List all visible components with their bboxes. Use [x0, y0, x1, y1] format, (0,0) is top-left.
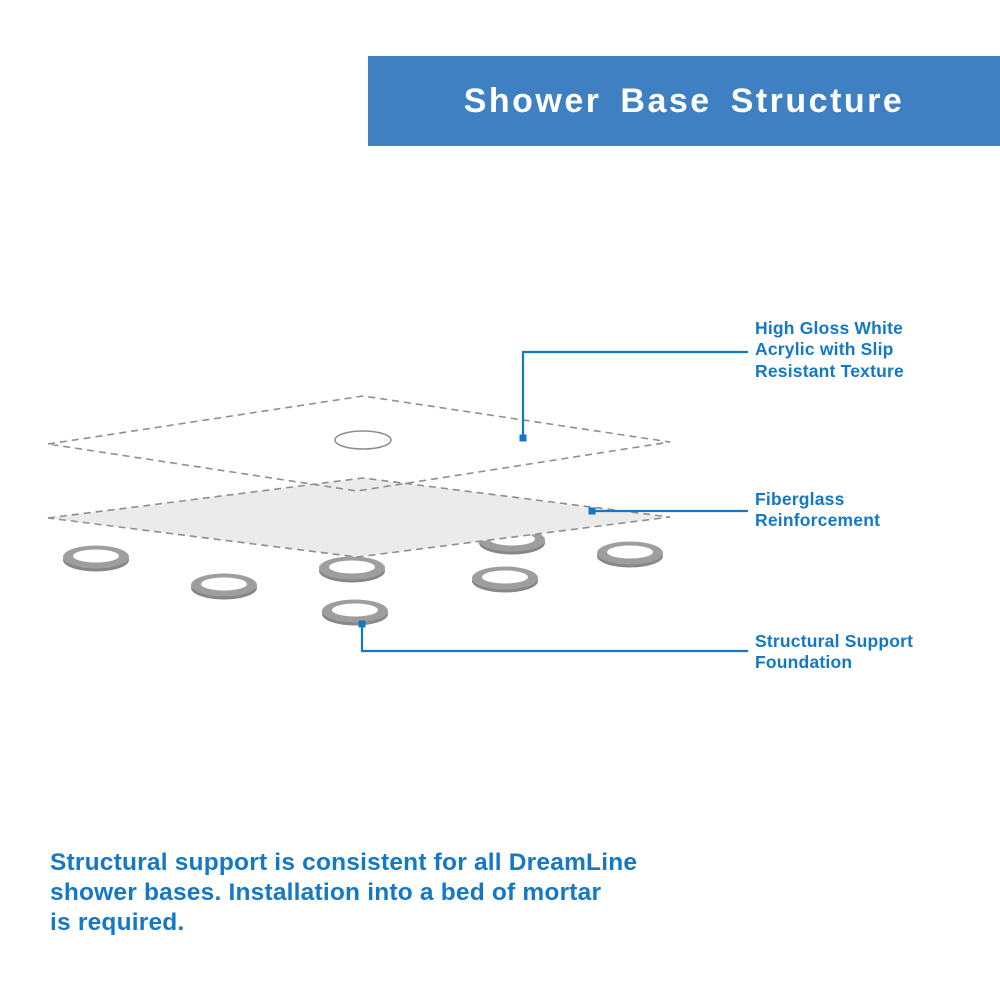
- support-ring: [63, 545, 129, 572]
- drain-hole: [334, 430, 392, 450]
- support-ring: [597, 541, 663, 568]
- callout-dot-foundation: [358, 620, 366, 628]
- callout-fiberglass-label: Fiberglass Reinforcement: [755, 489, 881, 531]
- callout-dot-fiberglass: [588, 507, 596, 515]
- leader-line-acrylic: [521, 350, 748, 437]
- support-ring: [322, 599, 388, 626]
- support-ring: [319, 556, 385, 583]
- callout-foundation-label: Structural Support Foundation: [755, 631, 914, 673]
- acrylic-layer-outline: [47, 395, 671, 492]
- footer-note: Structural support is consistent for all…: [50, 849, 638, 936]
- support-ring: [191, 573, 257, 600]
- fiberglass-layer: [47, 477, 671, 558]
- header-banner: Shower Base Structure: [368, 56, 1000, 146]
- callout-dot-acrylic: [519, 434, 527, 442]
- page-title: Shower Base Structure: [463, 81, 905, 120]
- leader-line-foundation: [360, 625, 748, 653]
- support-ring: [472, 566, 538, 593]
- callout-acrylic-label: High Gloss White Acrylic with Slip Resis…: [755, 318, 904, 381]
